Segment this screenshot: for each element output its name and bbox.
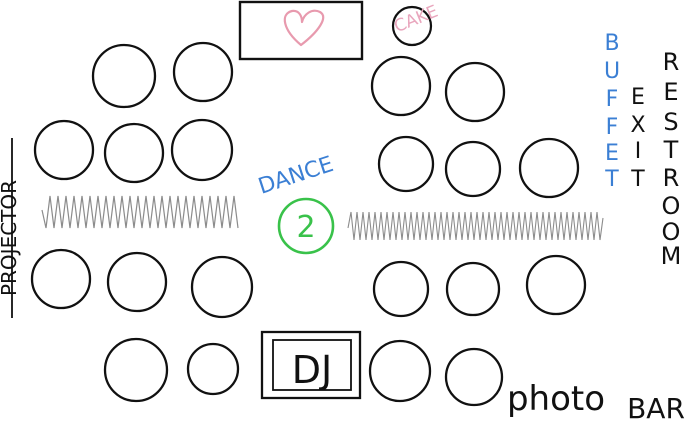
guest-table: [190, 255, 254, 319]
guest-table: [444, 347, 504, 407]
guest-tables: [30, 41, 587, 407]
heart-icon: [283, 9, 325, 47]
svg-text:R: R: [663, 48, 680, 76]
guest-table: [91, 43, 157, 109]
projector-label: PROJECTOR: [0, 180, 21, 296]
svg-text:B: B: [604, 31, 619, 56]
head-table: [238, 0, 364, 61]
exit-label: E X I T: [630, 85, 645, 192]
svg-text:F: F: [606, 115, 619, 140]
guest-table: [525, 254, 587, 316]
svg-text:T: T: [604, 167, 619, 192]
svg-text:E: E: [663, 78, 678, 106]
svg-text:S: S: [663, 108, 678, 136]
svg-text:U: U: [604, 59, 620, 84]
dj-label: DJ: [292, 348, 332, 392]
guest-table: [444, 140, 502, 198]
guest-table: [106, 251, 168, 313]
svg-text:M: M: [661, 242, 682, 270]
guest-table: [445, 261, 501, 317]
photo-label: photo: [507, 379, 605, 419]
guest-table: [30, 248, 92, 310]
dance-number: 2: [296, 210, 315, 245]
guest-table: [370, 55, 432, 117]
guest-table: [170, 118, 234, 182]
svg-text:I: I: [635, 139, 642, 164]
guest-table: [33, 119, 95, 181]
dj-booth: DJ: [260, 330, 362, 400]
dance-label: DANCE: [255, 152, 336, 200]
svg-text:F: F: [606, 87, 619, 112]
guest-table: [103, 337, 169, 403]
aisle-right: [347, 211, 604, 241]
svg-text:T: T: [663, 136, 679, 164]
svg-text:R: R: [663, 164, 680, 192]
buffet-label: B U F F E T: [604, 31, 620, 192]
guest-table: [372, 260, 430, 318]
guest-table: [103, 122, 165, 184]
guest-table: [186, 342, 240, 396]
restroom-label: R E S T R O O M: [661, 48, 682, 270]
guest-table: [368, 339, 432, 403]
svg-text:T: T: [630, 167, 645, 192]
aisle-left: [41, 195, 239, 229]
guest-table: [377, 135, 435, 193]
dance-floor: DANCE 2: [255, 152, 337, 255]
svg-text:E: E: [631, 85, 645, 110]
guest-table: [172, 41, 234, 103]
projector: PROJECTOR: [0, 138, 21, 318]
guest-table: [518, 137, 580, 199]
svg-text:O: O: [662, 218, 681, 246]
cake-table: CAKE: [391, 2, 441, 47]
bar-label: BAR: [627, 392, 685, 425]
dance-floor-circle: [277, 197, 335, 255]
svg-text:E: E: [605, 141, 619, 166]
svg-text:X: X: [630, 113, 645, 138]
guest-table: [444, 61, 506, 123]
svg-text:O: O: [662, 192, 681, 220]
